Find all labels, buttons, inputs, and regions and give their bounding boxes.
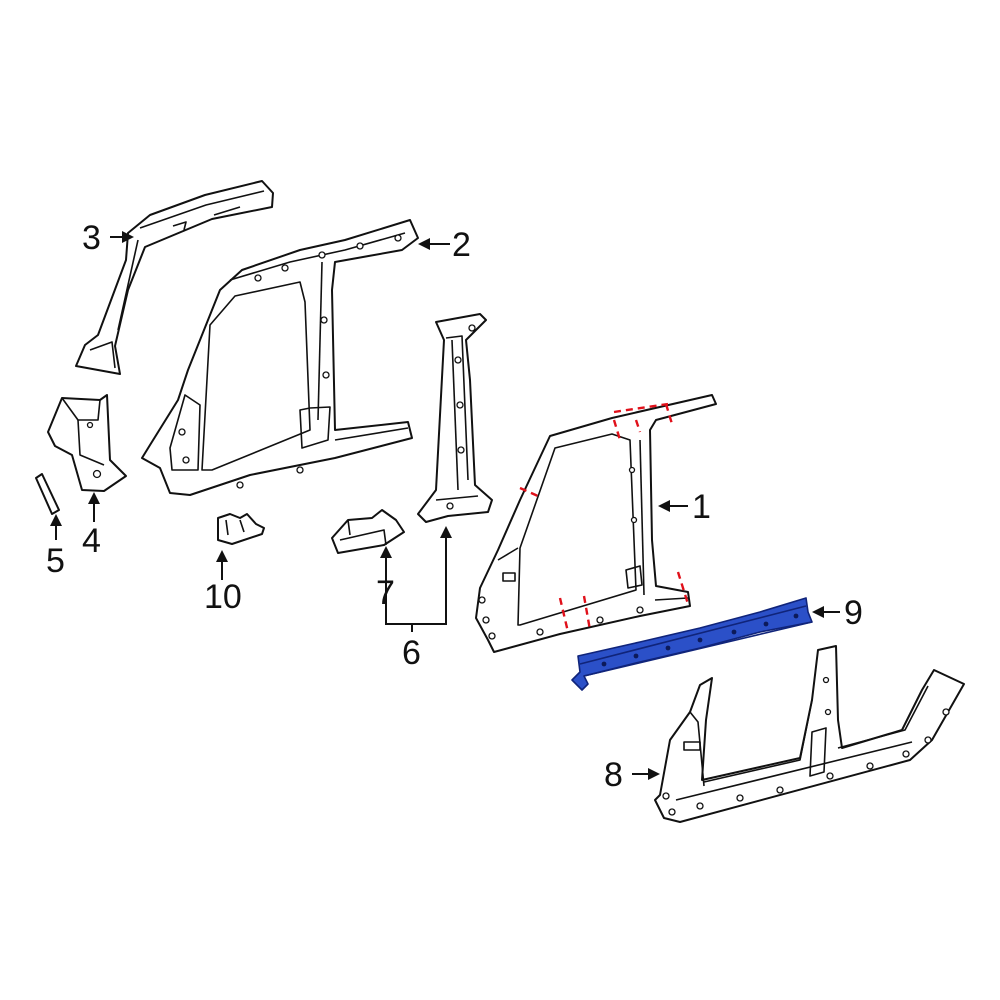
leader-lines	[50, 231, 840, 780]
callout-10: 10	[204, 578, 242, 616]
part-9-highlight-fill	[571, 597, 813, 691]
part-1-inner-body-side[interactable]	[475, 394, 717, 653]
callout-6: 6	[402, 634, 421, 672]
callout-4: 4	[82, 522, 101, 560]
part-9-rocker-reinforcement[interactable]	[571, 597, 813, 691]
part-5-rod[interactable]	[35, 473, 60, 515]
part-4-hinge-pillar-bracket[interactable]	[47, 394, 127, 492]
callout-1: 1	[692, 488, 711, 526]
part-6-b-pillar-reinforcement[interactable]	[417, 313, 493, 523]
callout-labels: 1 2 3 4 5 6 7 8 9 10	[46, 219, 863, 794]
part-10-bracket[interactable]	[217, 513, 265, 545]
part-3-a-pillar-reinforcement[interactable]	[75, 180, 274, 375]
part-7-floor-bracket[interactable]	[331, 509, 405, 554]
part-8-outer-rocker-panel[interactable]	[654, 645, 965, 823]
callout-5: 5	[46, 542, 65, 580]
callout-7: 7	[376, 574, 395, 612]
callout-8: 8	[604, 756, 623, 794]
callout-3: 3	[82, 219, 101, 257]
callout-9: 9	[844, 594, 863, 632]
callout-2: 2	[452, 226, 471, 264]
part-2-side-frame[interactable]	[141, 219, 419, 496]
